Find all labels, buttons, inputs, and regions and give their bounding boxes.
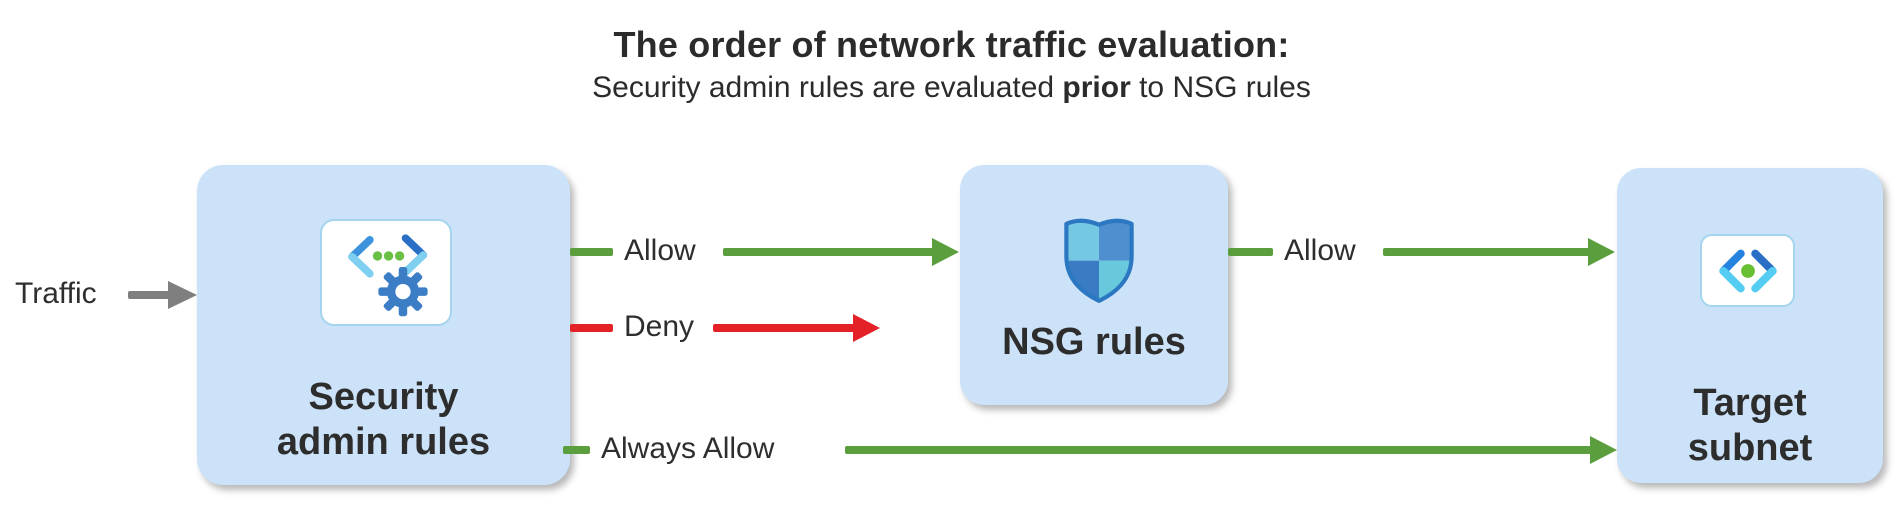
allow-to-target-arrow-shaft-right xyxy=(1383,248,1589,256)
deny-arrowhead-icon xyxy=(853,314,880,342)
traffic-arrow-right-icon xyxy=(168,281,197,309)
gear-icon xyxy=(378,266,428,317)
allow-to-target-arrowhead-icon xyxy=(1588,238,1615,266)
always-allow-label: Always Allow xyxy=(601,432,775,465)
allow-to-nsg-arrowhead-icon xyxy=(932,238,959,266)
nsg-rules-label: NSG rules xyxy=(1002,321,1186,363)
subtitle-pre: Security admin rules are evaluated xyxy=(592,71,1063,104)
diagram-title: The order of network traffic evaluation: xyxy=(613,24,1290,65)
allow-to-target-arrow-shaft-left xyxy=(1228,248,1273,256)
always-allow-arrow-shaft-right xyxy=(845,446,1591,454)
allow-to-nsg-arrow-shaft-right xyxy=(723,248,933,256)
security-admin-rules-label: Security admin rules xyxy=(197,375,570,465)
target-subnet-label-line1: Target xyxy=(1693,382,1807,424)
deny-label: Deny xyxy=(624,310,695,343)
diagram-subtitle: Security admin rules are evaluated prior… xyxy=(0,71,1903,105)
always-allow-arrowhead-icon xyxy=(1590,436,1617,464)
deny-arrow-shaft-right xyxy=(713,324,854,332)
security-admin-icon-plate xyxy=(320,219,452,326)
target-subnet-label-line2: subnet xyxy=(1687,426,1813,469)
traffic-label: Traffic xyxy=(15,277,97,310)
node-target-subnet: Target subnet xyxy=(1617,168,1883,483)
always-allow-arrow-shaft-left xyxy=(563,446,590,454)
security-admin-rules-label-line2: admin rules xyxy=(276,420,491,463)
code-gear-icon xyxy=(348,234,428,317)
allow-to-target-label: Allow xyxy=(1284,234,1356,267)
code-brackets-icon xyxy=(1718,249,1777,292)
allow-to-nsg-label: Allow xyxy=(624,234,696,267)
allow-to-nsg-arrow-shaft-left xyxy=(570,248,613,256)
target-subnet-label: Target subnet xyxy=(1617,381,1883,471)
subtitle-bold-word: prior xyxy=(1062,71,1131,104)
subtitle-post: to NSG rules xyxy=(1130,71,1311,104)
security-admin-rules-label-line1: Security xyxy=(308,376,459,418)
target-subnet-icon-plate xyxy=(1700,234,1795,307)
node-nsg-rules: NSG rules xyxy=(960,165,1228,405)
deny-arrow-shaft-left xyxy=(570,324,613,332)
shield-icon xyxy=(1064,218,1134,303)
traffic-arrow-shaft xyxy=(128,291,170,299)
node-security-admin-rules: Security admin rules xyxy=(197,165,570,485)
